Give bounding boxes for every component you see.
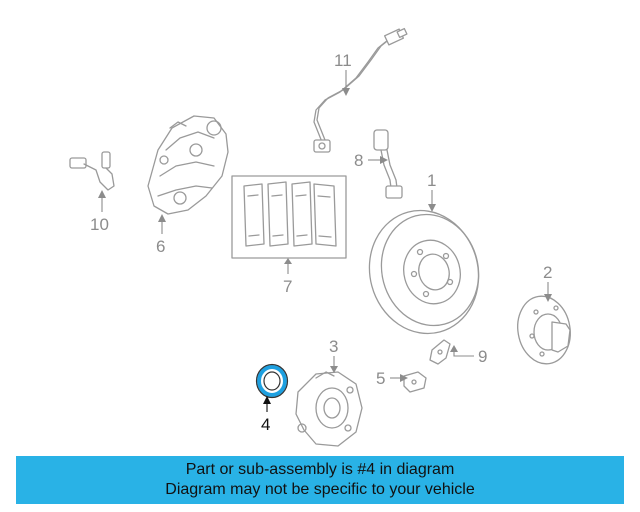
part-8-brake-hose[interactable] xyxy=(373,129,403,199)
part-4-seal[interactable] xyxy=(255,363,289,399)
callout-1[interactable]: 1 xyxy=(427,171,436,190)
part-3-steering-knuckle[interactable] xyxy=(295,371,363,447)
callout-7[interactable]: 7 xyxy=(283,277,292,296)
callout-leaders xyxy=(98,70,552,412)
part-10-wear-sensor[interactable] xyxy=(69,151,115,191)
callout-9[interactable]: 9 xyxy=(478,347,487,366)
callout-5[interactable]: 5 xyxy=(376,369,385,388)
part-6-brake-caliper[interactable] xyxy=(147,115,229,215)
part-11-abs-sensor[interactable] xyxy=(313,27,408,153)
callout-10[interactable]: 10 xyxy=(90,215,109,234)
info-banner: Part or sub-assembly is #4 in diagram Di… xyxy=(16,456,624,504)
callout-2[interactable]: 2 xyxy=(543,263,552,282)
exploded-parts-diagram: 11 8 1 10 6 7 2 3 9 5 4 xyxy=(69,27,575,447)
callout-6[interactable]: 6 xyxy=(156,237,165,256)
part-5-clip[interactable] xyxy=(403,371,427,393)
callout-3[interactable]: 3 xyxy=(329,337,338,356)
banner-line-2: Diagram may not be specific to your vehi… xyxy=(165,481,475,498)
banner-line-1: Part or sub-assembly is #4 in diagram xyxy=(185,461,455,478)
part-1-brake-rotor[interactable] xyxy=(356,198,492,346)
part-2-wheel-hub[interactable] xyxy=(512,292,575,368)
part-9-bracket[interactable] xyxy=(429,339,451,365)
callout-4[interactable]: 4 xyxy=(261,415,270,434)
callout-labels: 11 8 1 10 6 7 2 3 9 5 4 xyxy=(90,51,552,434)
callout-8[interactable]: 8 xyxy=(354,151,363,170)
callout-11[interactable]: 11 xyxy=(334,51,352,70)
part-7-brake-pads[interactable] xyxy=(231,175,347,259)
